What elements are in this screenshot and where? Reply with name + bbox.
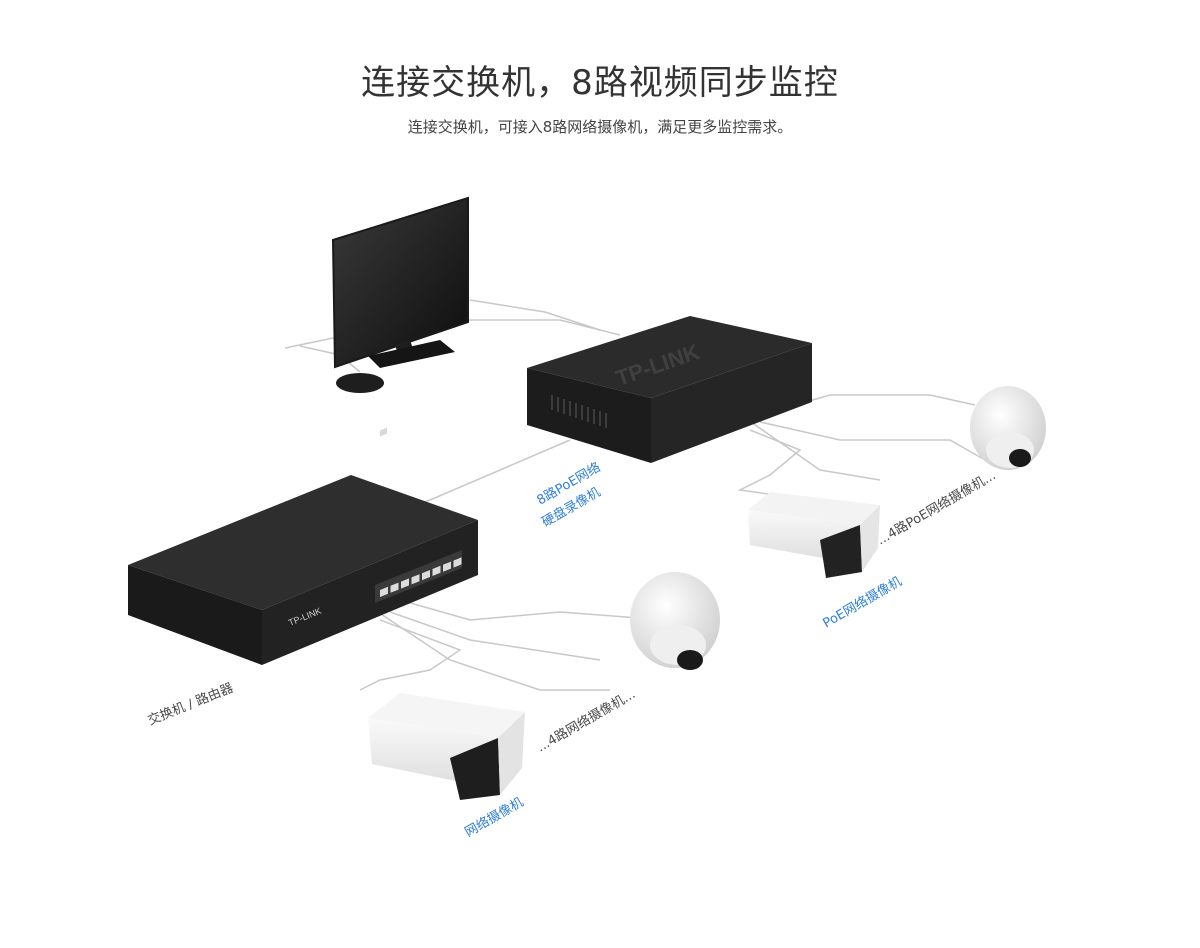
label-net-count: ...4路网络摄像机... <box>534 686 638 755</box>
switch-port <box>411 574 420 585</box>
label-switch: 交换机 / 路由器 <box>146 680 236 729</box>
switch-port <box>453 557 462 568</box>
cable-switch-bullet2 <box>359 619 462 691</box>
mouse <box>336 373 384 393</box>
switch-port <box>422 570 430 581</box>
page-title: 连接交换机，8路视频同步监控 <box>361 63 839 103</box>
label-poe-count: ...4路PoE网络摄像机... <box>874 467 999 548</box>
cable-switch-bullet2b <box>371 607 610 691</box>
bullet-camera-2 <box>368 693 525 800</box>
cable-monitor-nvr <box>469 299 601 331</box>
monitor <box>331 196 469 369</box>
switch-port <box>432 565 441 576</box>
dome-camera-1 <box>970 386 1046 470</box>
label-net-camera: 网络摄像机 <box>462 794 526 840</box>
nvr-device: TP-LINK <box>527 316 812 463</box>
cable-switch-dome2b <box>389 611 601 661</box>
switch-device: TP-LINK <box>128 427 478 665</box>
switch-port <box>380 586 388 597</box>
switch-port <box>443 561 451 572</box>
dome-camera-2 <box>630 572 720 670</box>
cables <box>284 299 986 691</box>
cable-switch-dome2 <box>399 599 641 621</box>
bullet-camera-1 <box>748 492 880 578</box>
switch-port <box>390 582 399 593</box>
cable-nvr-bullet1b <box>747 419 881 481</box>
cable-nvr-bullet1 <box>737 429 802 496</box>
label-poe-camera: PoE网络摄像机 <box>820 573 905 631</box>
cable-nvr-dome1b <box>759 421 986 461</box>
switch-port <box>401 578 409 589</box>
page-subtitle: 连接交换机，可接入8路网络摄像机，满足更多监控需求。 <box>407 118 793 136</box>
